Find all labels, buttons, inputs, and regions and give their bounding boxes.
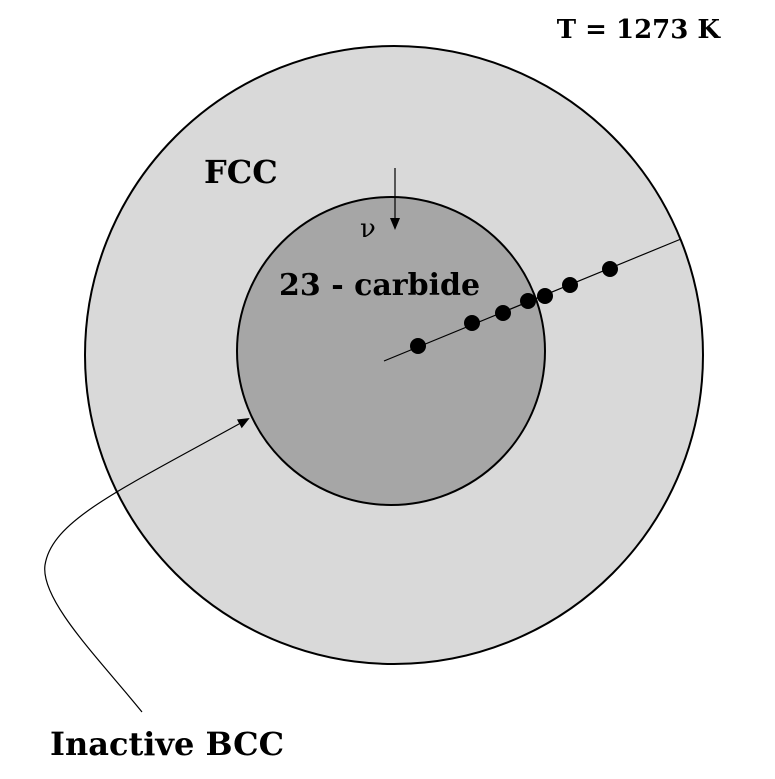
carbide-precipitate-region: [236, 196, 546, 506]
inactive-bcc-leader-curve: [44, 418, 250, 713]
grid-point: [537, 288, 553, 304]
grid-point: [464, 315, 480, 331]
grid-points: [410, 261, 618, 354]
grid-point: [562, 277, 578, 293]
carbide-label: 23 - carbide: [279, 268, 480, 303]
grid-point: [495, 305, 511, 321]
velocity-symbol: ν: [360, 214, 376, 244]
grid-point: [410, 338, 426, 354]
inactive-bcc-label: Inactive BCC: [50, 725, 284, 763]
temperature-label: T = 1273 K: [557, 15, 722, 45]
grid-point: [520, 293, 536, 309]
grid-point: [602, 261, 618, 277]
fcc-label: FCC: [204, 153, 278, 191]
